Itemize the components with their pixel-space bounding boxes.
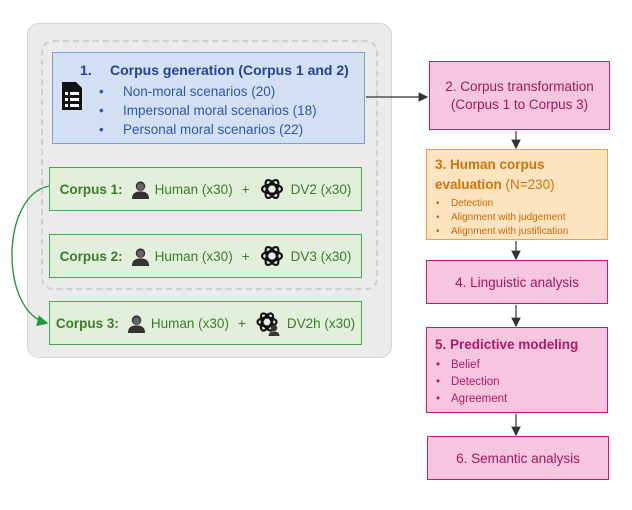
step-subtitle: (Corpus 1 to Corpus 3) <box>450 97 589 112</box>
step-semantic-analysis: 6. Semantic analysis <box>427 436 609 480</box>
corpus-label: Corpus 3 <box>55 315 115 331</box>
openai-logo-icon <box>260 178 283 200</box>
model-count: DV2h (x30) <box>286 315 356 331</box>
corpus-1-2-dashed-group <box>41 40 378 290</box>
scenario-item: Impersonal moral scenarios (18) <box>99 101 317 120</box>
step-linguistic-analysis: 4. Linguistic analysis <box>426 260 608 304</box>
corpus-3-box: Corpus 3: Human (x30) + DV2h (x30) <box>49 301 362 345</box>
model-count: DV2 (x30) <box>290 181 352 197</box>
step-title: 5. Predictive modeling <box>435 337 579 352</box>
document-list-icon <box>62 82 82 110</box>
generation-number: 1. <box>80 62 92 78</box>
evaluation-item: Detection <box>435 197 568 211</box>
scenario-item: Personal moral scenarios (22) <box>99 120 317 139</box>
openai-logo-icon <box>260 245 283 267</box>
evaluation-item: Alignment with justification <box>435 225 568 239</box>
arrow-corpus1-to-corpus3 <box>11 185 50 327</box>
predictive-item: Belief <box>435 357 507 374</box>
person-icon <box>127 314 145 333</box>
scenario-item: Non-moral scenarios (20) <box>99 82 317 101</box>
step-subtitle: evaluation (N=230) <box>435 177 555 192</box>
step-title: 6. Semantic analysis <box>456 450 580 466</box>
human-count: Human (x30) <box>154 181 233 197</box>
step-predictive-modeling: 5. Predictive modeling Belief Detection … <box>426 327 608 413</box>
human-count: Human (x30) <box>154 248 233 264</box>
predictive-item: Agreement <box>435 391 507 408</box>
human-count: Human (x30) <box>150 315 229 331</box>
step-human-evaluation: 3. Human corpus evaluation (N=230) Detec… <box>426 149 608 240</box>
step-corpus-transformation: 2. Corpus transformation (Corpus 1 to Co… <box>429 61 610 130</box>
generation-title: Corpus generation (Corpus 1 and 2) <box>110 62 349 78</box>
step-title: 2. Corpus transformation <box>445 79 594 94</box>
step-title: 4. Linguistic analysis <box>455 274 579 290</box>
step-title: 3. Human corpus <box>435 157 545 172</box>
corpus-label: Corpus 2 <box>59 248 119 264</box>
scenario-list: Non-moral scenarios (20) Impersonal mora… <box>99 82 317 139</box>
model-count: DV3 (x30) <box>290 248 352 264</box>
person-icon <box>131 180 149 199</box>
predictive-list: Belief Detection Agreement <box>435 357 507 408</box>
corpus-label: Corpus 1 <box>59 181 119 197</box>
plus-sign: + <box>241 248 250 264</box>
plus-sign: + <box>241 181 250 197</box>
corpus-2-box: Corpus 2: Human (x30) + DV3 (x30) <box>49 234 362 278</box>
plus-sign: + <box>237 315 246 331</box>
evaluation-list: Detection Alignment with judgement Align… <box>435 197 568 239</box>
predictive-item: Detection <box>435 374 507 391</box>
openai-human-logo-icon <box>256 312 280 336</box>
person-icon <box>131 247 149 266</box>
corpus-1-box: Corpus 1: Human (x30) + DV2 (x30) <box>49 167 362 211</box>
evaluation-item: Alignment with judgement <box>435 211 568 225</box>
